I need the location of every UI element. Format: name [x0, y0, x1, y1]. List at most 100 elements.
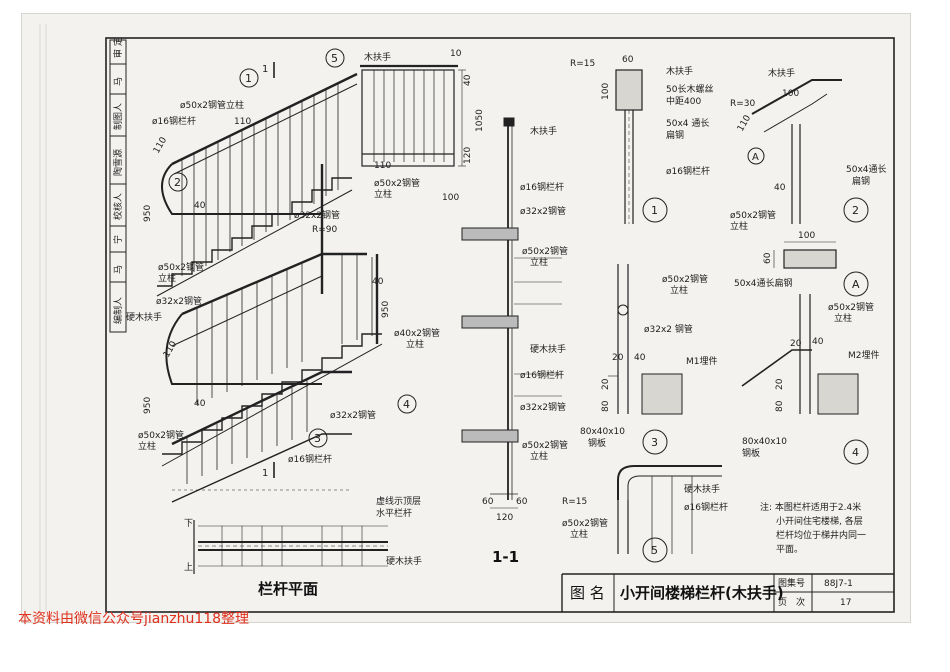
section-1-1: [461, 117, 562, 509]
general-note: 注: 本图栏杆适用于2.4米 小开间住宅楼梯, 各层 栏杆均位于梯井内同一 平面…: [760, 501, 866, 555]
sidebar-cell: 制图人: [112, 103, 124, 130]
drawing-canvas: 审 定 马 制图人 陶雪源 校核人 宁 马 编制人 1 2 4 3 5 1 1 …: [39, 24, 895, 613]
dim-60: 60: [622, 55, 634, 65]
label-post50: 立柱: [530, 256, 548, 268]
marker-A: A: [752, 152, 759, 163]
label-bar16: ø16钢栏杆: [666, 165, 710, 177]
detail-1-labels: R=15 60 100 木扶手 50长木螺丝 中距400 50x4 通长 扁钢 …: [570, 55, 713, 217]
detail-num: 2: [852, 204, 859, 217]
label-post: ø50x2钢管: [562, 517, 608, 529]
label-tube32: ø32x2钢管: [520, 205, 566, 217]
elevation-labels: 1 2 4 3 5 1 1 ø50x2钢管立柱 ø16钢栏杆 110 110 9…: [126, 52, 440, 479]
label-wood-handrail: 木扶手: [364, 51, 391, 63]
stair-elevation: [156, 48, 417, 503]
detail-5-labels: R=15 硬木扶手 ø16钢栏杆 ø50x2钢管 立柱 5: [562, 483, 728, 557]
label-wood-handrail: 木扶手: [768, 67, 795, 79]
label-tube40: ø40x2钢管: [394, 327, 440, 339]
label-post50-mid: ø50x2钢管: [158, 261, 204, 273]
detail-num: 3: [651, 436, 658, 449]
label-post50: ø50x2钢管: [522, 245, 568, 257]
label-bar16: ø16钢栏杆: [684, 501, 728, 513]
label-flat: 扁钢: [852, 175, 870, 187]
label-wood-handrail: 木扶手: [666, 65, 693, 77]
label-screw: 中距400: [666, 95, 701, 107]
note-line: 小开间住宅楼梯, 各层: [776, 515, 863, 527]
label-panel-post: 立柱: [374, 188, 392, 200]
dim-60: 60: [482, 497, 494, 507]
detail-A-labels: 100 60 50x4通长扁钢 A: [734, 231, 860, 291]
label-screw: 50长木螺丝: [666, 83, 713, 95]
sidebar-cell: 马: [113, 265, 124, 274]
detail-1: [615, 69, 668, 224]
sidebar-cell: 审 定: [112, 37, 124, 58]
dim-100: 100: [442, 193, 459, 203]
plan-title: 栏杆平面: [258, 580, 318, 598]
dim-40: 40: [774, 183, 786, 193]
detail-2: [747, 79, 869, 224]
callout-3: 3: [314, 432, 321, 445]
dim-950: 950: [143, 397, 153, 414]
label-hardwood: 硬木扶手: [684, 483, 720, 495]
label-post: 立柱: [670, 284, 688, 296]
label-handrail: 硬木扶手: [386, 555, 422, 567]
page-label: 页 次: [778, 596, 805, 608]
sidebar-labels: 审 定 马 制图人 陶雪源 校核人 宁 马 编制人: [112, 37, 124, 324]
label-tube40: 立柱: [406, 338, 424, 350]
label-bar16-bot: ø16钢栏杆: [288, 453, 332, 465]
label-bar16: ø16钢栏杆: [520, 369, 564, 381]
railing-panel: [360, 64, 466, 167]
label-plate: 钢板: [742, 447, 760, 459]
label-panel-post: ø50x2钢管: [374, 177, 420, 189]
callout-1: 1: [245, 72, 252, 85]
label-hardwood: 硬木扶手: [126, 311, 162, 323]
dim-950: 950: [143, 205, 153, 222]
titleblock-label: 图 名: [570, 584, 605, 602]
label-hardwood: 硬木扶手: [530, 343, 566, 355]
dim-950: 950: [381, 301, 391, 318]
label-plate: 80x40x10: [742, 437, 787, 447]
dim-80: 80: [601, 400, 611, 412]
label-flat: 50x4通长扁钢: [734, 277, 793, 289]
dim-40: 40: [194, 399, 206, 409]
detail-4: [741, 294, 869, 465]
dim-60: 60: [763, 252, 773, 264]
sidebar-cell: 陶雪源: [112, 149, 124, 176]
atlas-label: 图集号: [778, 577, 805, 589]
label-bar16: ø16钢栏杆: [520, 181, 564, 193]
label-post50-mid: 立柱: [158, 272, 176, 284]
dim-20: 20: [601, 378, 611, 390]
detail-num: A: [852, 278, 860, 291]
dim-40: 40: [372, 277, 384, 287]
drawing-sheet: 审 定 马 制图人 陶雪源 校核人 宁 马 编制人 1 2 4 3 5 1 1 …: [22, 14, 910, 622]
sidebar-cell: 宁: [112, 235, 124, 244]
plan-labels: 下 上 虚线示顶层 水平栏杆 硬木扶手 栏杆平面: [184, 495, 422, 598]
dim-40: 40: [194, 201, 206, 211]
label-wood-handrail: 木扶手: [530, 125, 557, 137]
panel-labels: 木扶手 10 40 1050 120 110 100 ø50x2钢管 立柱: [364, 49, 485, 203]
railing-plan: [193, 520, 388, 574]
sidebar-cell: 校核人: [112, 193, 124, 220]
dim-110: 110: [152, 135, 169, 155]
label-post: 立柱: [834, 312, 852, 324]
label-r30: R=30: [730, 99, 756, 109]
label-post: ø50x2钢管: [828, 301, 874, 313]
dim-100: 100: [798, 231, 815, 241]
detail-num: 1: [651, 204, 658, 217]
page-value: 17: [840, 598, 851, 608]
label-bar16: ø16钢栏杆: [152, 115, 196, 127]
drawing-title: 小开间楼梯栏杆(木扶手): [620, 584, 784, 602]
titleblock-text: 图 名 小开间楼梯栏杆(木扶手) 图集号 88J7-1 页 次 17: [570, 577, 853, 608]
dim-100: 100: [782, 89, 799, 99]
label-post50: ø50x2钢管立柱: [180, 99, 244, 111]
drawing-frame: [105, 37, 895, 613]
label-dashed-note: 虚线示顶层: [376, 495, 421, 507]
dim-10: 10: [450, 49, 462, 59]
source-footer: 本资料由微信公众号jianzhu118整理: [18, 611, 250, 627]
label-tube32: ø32x2钢管: [520, 401, 566, 413]
label-tube32: ø32x2钢管: [294, 209, 340, 221]
label-r90: R=90: [312, 225, 338, 235]
callout-5: 5: [331, 52, 338, 65]
dim-60: 60: [516, 497, 528, 507]
label-post: 立柱: [730, 220, 748, 232]
label-post50: 立柱: [530, 450, 548, 462]
